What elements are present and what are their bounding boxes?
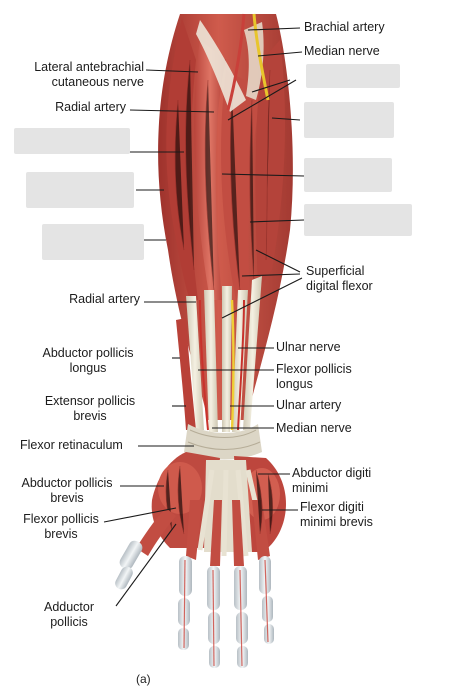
label-line: Abductor digiti [292, 466, 372, 480]
label-line: brevis [50, 491, 84, 505]
leader-lines [103, 27, 305, 607]
label-line: cutaneous nerve [51, 75, 144, 89]
label-adductor-pollicis: Adductor pollicis [38, 600, 100, 630]
label-flexor-pollicis-longus: Flexor pollicis longus [276, 362, 352, 392]
label-line: Abductor pollicis [42, 346, 134, 360]
label-abductor-pollicis-brevis: Abductor pollicis brevis [8, 476, 126, 506]
label-ulnar-artery: Ulnar artery [276, 398, 342, 412]
thumb-bones [115, 508, 176, 590]
label-superficial-digital-flexor: Superficial digital flexor [306, 264, 373, 294]
label-line: Abductor pollicis [21, 476, 113, 490]
label-line: digital flexor [306, 279, 373, 293]
label-median-nerve-top: Median nerve [304, 44, 380, 58]
label-median-nerve-bottom: Median nerve [276, 421, 352, 435]
label-line: Flexor pollicis [276, 362, 352, 376]
label-line: Adductor [43, 600, 95, 614]
label-flexor-retinaculum: Flexor retinaculum [20, 438, 123, 452]
label-line: longus [69, 361, 107, 375]
label-ulnar-nerve: Ulnar nerve [276, 340, 341, 354]
nerves-vessels [199, 13, 270, 431]
label-abductor-pollicis-longus: Abductor pollicis longus [36, 346, 140, 376]
label-extensor-pollicis-brevis: Extensor pollicis brevis [36, 394, 144, 424]
label-line: minimi brevis [300, 515, 373, 529]
wrist-retinaculum [184, 424, 262, 460]
label-line: Lateral antebrachial [34, 60, 144, 74]
label-line: longus [276, 377, 313, 391]
blank-label-box [42, 224, 144, 260]
blank-label-box [304, 102, 394, 138]
label-line: minimi [292, 481, 329, 495]
finger-bones [178, 556, 274, 668]
label-radial-artery-top: Radial artery [55, 100, 126, 114]
blank-label-box [304, 158, 392, 192]
label-flexor-digiti-minimi-brevis: Flexor digiti minimi brevis [300, 500, 373, 530]
label-line: pollicis [50, 615, 88, 629]
label-line: Flexor pollicis [23, 512, 99, 526]
label-brachial-artery: Brachial artery [304, 20, 385, 34]
blank-label-box [14, 128, 130, 154]
label-line: Extensor pollicis [44, 394, 136, 408]
label-abductor-digiti-minimi: Abductor digiti minimi [292, 466, 371, 496]
figure-caption: (a) [136, 672, 151, 686]
blank-label-box [26, 172, 134, 208]
blank-label-box [304, 204, 412, 236]
label-line: brevis [73, 409, 107, 423]
label-radial-artery-mid: Radial artery [69, 292, 140, 306]
label-line: brevis [44, 527, 78, 541]
blank-label-box [306, 64, 400, 88]
label-flexor-pollicis-brevis: Flexor pollicis brevis [14, 512, 108, 542]
label-line: Superficial [306, 264, 365, 278]
label-lateral-antebrachial-cutaneous-nerve: Lateral antebrachial cutaneous nerve [34, 60, 144, 90]
label-line: Flexor digiti [300, 500, 364, 514]
